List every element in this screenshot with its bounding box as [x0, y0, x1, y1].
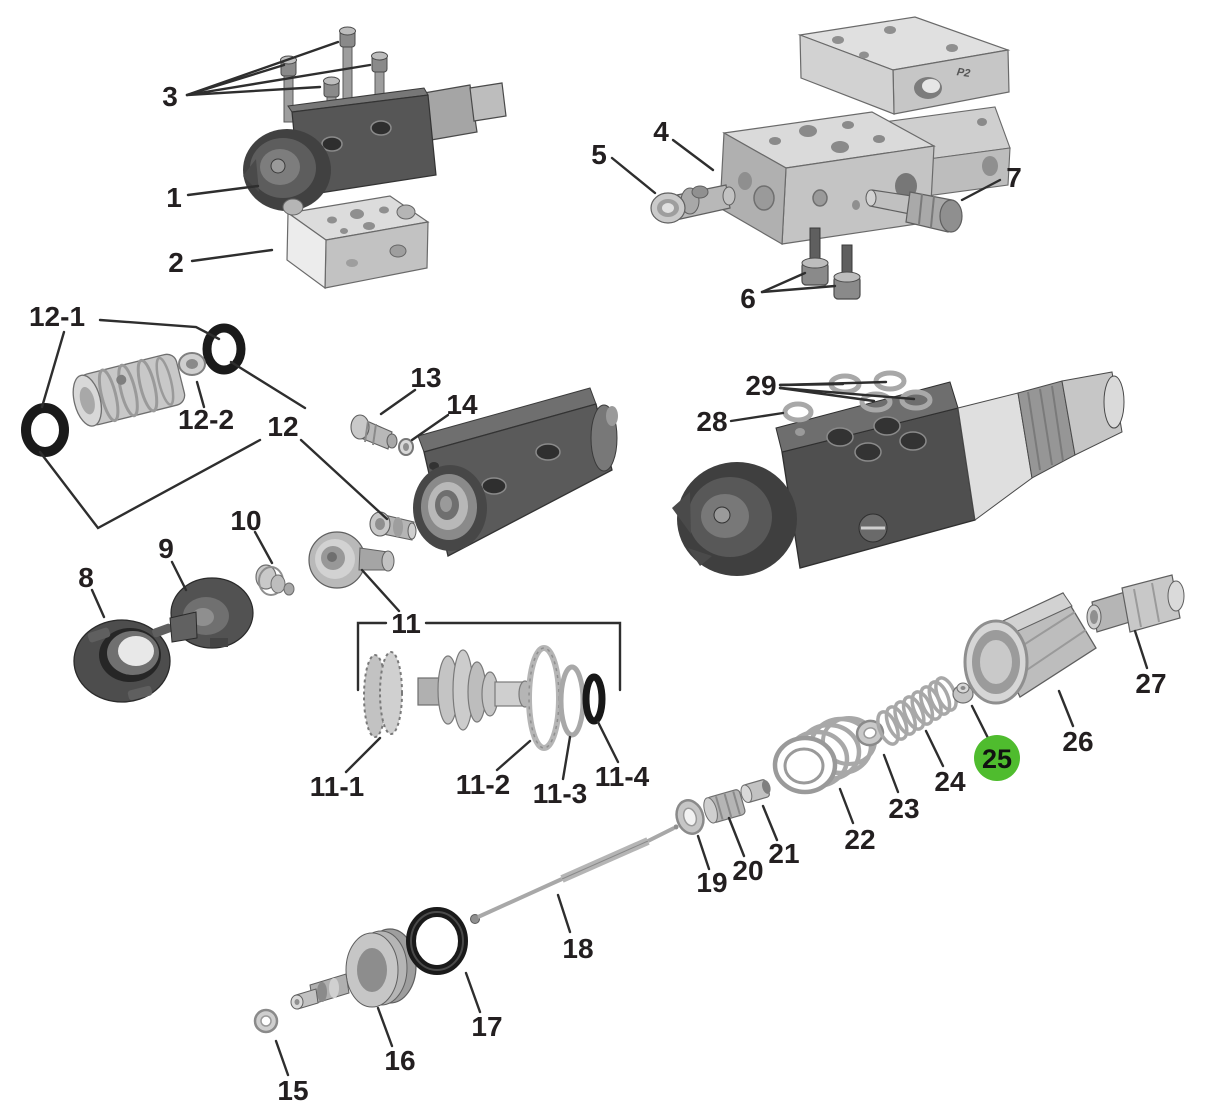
part-12-2-washer: [178, 352, 206, 376]
callout-11-3: 11-3: [533, 778, 588, 809]
callout-16: 16: [384, 1045, 415, 1076]
part-18-needle: [470, 824, 679, 924]
callout-3: 3: [162, 81, 178, 112]
part-29-washers: [828, 370, 933, 413]
part-4-manifold: P2: [719, 16, 1011, 246]
part-16-piston: [290, 928, 417, 1010]
callout-21: 21: [768, 838, 799, 869]
part-8-retaining-ring: [73, 619, 173, 703]
part-12-spool: [72, 353, 186, 427]
callout-17: 17: [471, 1011, 502, 1042]
part-10-nozzle-tip: [255, 564, 295, 596]
part-12-plug: [369, 511, 417, 541]
callout-12: 12: [267, 411, 298, 442]
callout-26: 26: [1062, 726, 1093, 757]
part-11-nozzle-flange: [308, 531, 395, 589]
callout-8: 8: [78, 562, 94, 593]
callout-15: 15: [277, 1075, 308, 1105]
highlighted-callout-25[interactable]: 25: [974, 735, 1020, 781]
callout-labels: 3 1 2 4 5 7 6 12-1 12-2 12 13 14 29 28 1…: [29, 81, 1167, 1105]
part-17-o-ring: [406, 907, 468, 975]
part-25-seat: [952, 682, 974, 704]
callout-14: 14: [446, 389, 478, 420]
part-11-3-ring: [558, 664, 586, 738]
callout-12-2: 12-2: [178, 404, 234, 435]
part-2-manifold-block: [282, 195, 430, 290]
part-11-spool: [417, 649, 532, 731]
callout-5: 5: [591, 139, 607, 170]
callout-23: 23: [888, 793, 919, 824]
part-20-packing-nut: [703, 789, 746, 824]
callout-18: 18: [562, 933, 593, 964]
callout-10: 10: [230, 505, 261, 536]
part-11-2-ring: [526, 645, 562, 751]
part-19-ring: [675, 799, 705, 835]
callout-11: 11: [391, 608, 421, 639]
callout-19: 19: [696, 867, 727, 898]
callout-11-1: 11-1: [310, 771, 365, 802]
block-marking-p2: P2: [956, 66, 971, 80]
part-5-fitting: [650, 184, 736, 224]
callout-25[interactable]: 25: [982, 744, 1012, 774]
part-1-valve-gun: [243, 82, 507, 211]
part-14-washer: [398, 438, 414, 456]
part-13-fitting: [350, 414, 398, 450]
highlight-circle[interactable]: [974, 735, 1020, 781]
part-6-screws: [801, 227, 861, 300]
part-11-4-o-ring: [582, 673, 606, 725]
part-24-spring: [876, 676, 958, 746]
part-15-ring: [253, 1008, 279, 1034]
callout-29: 29: [745, 370, 776, 401]
callout-11-4: 11-4: [595, 761, 650, 792]
part-11-1-discs: [363, 651, 403, 738]
callout-11-2: 11-2: [456, 769, 511, 800]
part-23-washer: [855, 719, 885, 747]
callout-1: 1: [166, 182, 182, 213]
part-28-washer: [782, 401, 814, 423]
callout-20: 20: [732, 855, 763, 886]
callout-2: 2: [168, 247, 184, 278]
part-9-air-cap: [169, 577, 254, 649]
callout-4: 4: [653, 116, 669, 147]
callout-12-1: 12-1: [29, 301, 85, 332]
leader-lines: [38, 40, 1149, 1077]
part-12-1-o-rings: [21, 323, 246, 457]
callout-9: 9: [158, 533, 174, 564]
part-26-cup-housing: [963, 592, 1097, 705]
part-22-bellows-spring: [772, 716, 877, 795]
callout-7: 7: [1006, 162, 1022, 193]
part-27-fitting: [1086, 574, 1185, 633]
part-main-gun-assembly: [672, 371, 1125, 576]
callout-6: 6: [740, 283, 756, 314]
callout-27: 27: [1135, 668, 1166, 699]
part-21-nut: [740, 779, 771, 804]
callout-24: 24: [934, 766, 966, 797]
part-7-fitting: [865, 189, 963, 233]
callout-28: 28: [696, 406, 727, 437]
callout-13: 13: [410, 362, 441, 393]
part-cylinder-body: [413, 387, 618, 557]
callout-22: 22: [844, 824, 875, 855]
